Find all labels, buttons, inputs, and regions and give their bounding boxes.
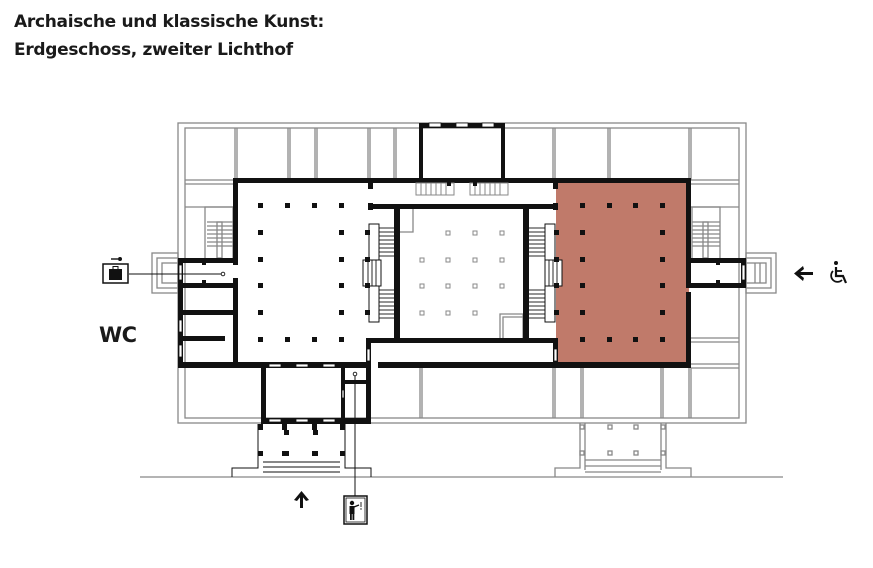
title-line-2: Erdgeschoss, zweiter Lichthof <box>14 40 293 60</box>
wheelchair-accessible-icon[interactable] <box>830 261 848 284</box>
highlighted-room-east-hall[interactable] <box>556 182 689 365</box>
arrow-left-icon <box>794 266 813 281</box>
page-title: Archaische und klassische Kunst: Erdgesc… <box>14 8 324 64</box>
north-stairs <box>415 182 509 196</box>
south-porch <box>231 424 372 477</box>
courtyard-stairs <box>362 223 563 323</box>
window-openings <box>178 122 746 423</box>
arrow-up-icon <box>294 491 309 508</box>
cloakroom-luggage-icon[interactable] <box>102 257 129 284</box>
title-line-1: Archaische und klassische Kunst: <box>14 12 324 32</box>
wc-label: WC <box>99 323 137 347</box>
columns-west-hall <box>258 203 370 456</box>
information-desk-icon[interactable] <box>343 495 368 525</box>
columns-courtyard <box>419 230 505 316</box>
columns-east-hall <box>554 203 665 342</box>
